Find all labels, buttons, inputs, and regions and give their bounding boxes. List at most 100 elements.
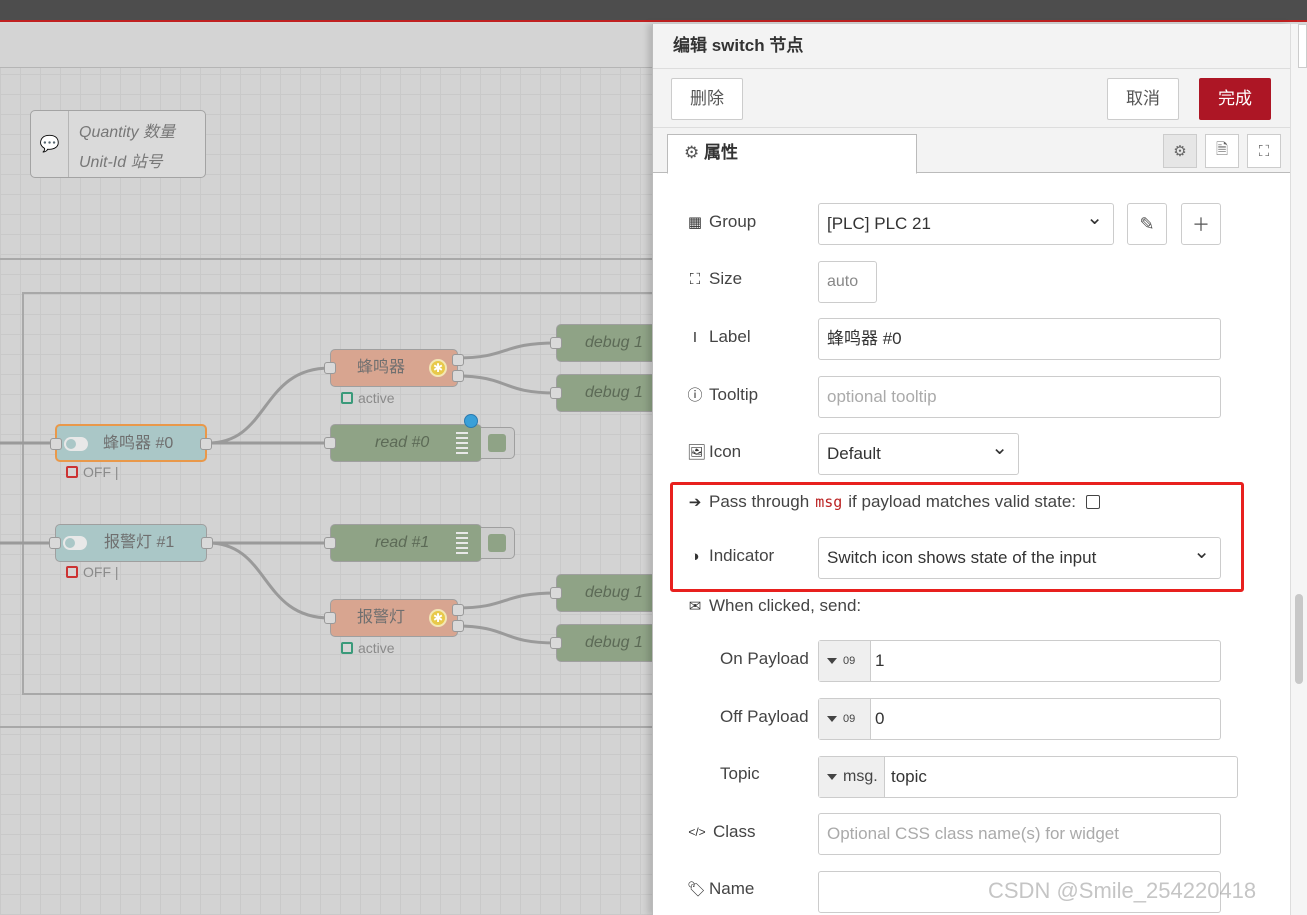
off-payload-input[interactable]: 09 0 (818, 698, 1221, 740)
function-node-1[interactable]: 报警灯 ✱ (324, 599, 464, 637)
input-port[interactable] (49, 537, 61, 549)
on-payload-label: On Payload (720, 649, 809, 668)
switch-node-0[interactable]: 蜂鸣器 #0 (50, 424, 212, 462)
read-node-0-label: read #0 (375, 434, 430, 451)
debug-node[interactable]: debug 1 (550, 374, 652, 412)
output-toggle-button[interactable] (481, 427, 515, 459)
size-button[interactable]: auto (818, 261, 877, 303)
image-icon: 🖼 (687, 444, 707, 461)
code-icon: </> (688, 825, 706, 839)
pass-through-checkbox[interactable] (1086, 495, 1101, 509)
tab-properties[interactable]: ⚙ 属性 (667, 134, 917, 174)
group-border-top (0, 258, 652, 260)
function-node-0-label: 蜂鸣器 (357, 359, 406, 376)
subgroup-border-left (22, 292, 24, 694)
toggle-icon (60, 525, 90, 561)
edit-pencil-icon[interactable]: ✎ (1127, 203, 1167, 245)
on-payload-input[interactable]: 09 1 (818, 640, 1221, 682)
tooltip-input[interactable]: optional tooltip (818, 376, 1221, 418)
indicator-select[interactable]: Switch icon shows state of the input (818, 537, 1221, 579)
read-node-1-label: read #1 (375, 534, 430, 551)
output-toggle-button[interactable] (481, 527, 515, 559)
group-label: ▦Group (687, 212, 757, 231)
input-port[interactable] (324, 537, 336, 549)
output-port-1[interactable] (452, 604, 464, 616)
caret-down-icon (827, 716, 837, 722)
debug-node-label: debug 1 (585, 334, 643, 351)
switch-node-1[interactable]: 报警灯 #1 (49, 524, 213, 562)
modbus-gear-icon: ✱ (423, 350, 453, 386)
scroll-thumb[interactable] (1295, 594, 1303, 684)
input-port[interactable] (324, 362, 336, 374)
tray-tabs: ⚙ 属性 ⚙ 🗎 ⛶ (653, 128, 1290, 174)
topic-input[interactable]: msg. topic (818, 756, 1238, 798)
output-port-1[interactable] (452, 354, 464, 366)
debug-node[interactable]: debug 1 (550, 324, 652, 362)
input-port[interactable] (550, 387, 562, 399)
read-node-0[interactable]: read #0 (324, 424, 515, 462)
text-cursor-icon: I (692, 328, 698, 346)
node-properties-gear-icon[interactable]: ⚙ (1163, 134, 1197, 168)
input-port[interactable] (550, 587, 562, 599)
description-document-icon[interactable]: 🗎 (1205, 134, 1239, 168)
function-node-0[interactable]: 蜂鸣器 ✱ (324, 349, 464, 387)
output-port[interactable] (201, 537, 213, 549)
sidebar-collapsed-tab[interactable] (1298, 24, 1307, 68)
cancel-button[interactable]: 取消 (1107, 78, 1179, 120)
tray-toolbar: 删除 取消 完成 (653, 69, 1290, 128)
off-payload-value: 0 (875, 709, 885, 728)
status-dot-icon (66, 466, 78, 478)
info-icon: ⓘ (687, 387, 703, 404)
output-port-2[interactable] (452, 620, 464, 632)
properties-form: ▦Group [PLC] PLC 21 ✎ ＋ ⛶Size auto ILabe… (653, 174, 1291, 915)
name-label: 🏷Name (687, 879, 755, 898)
debug-node-label: debug 1 (585, 584, 643, 601)
debug-node[interactable]: debug 1 (550, 574, 652, 612)
comment-node[interactable]: 💬 Quantity 数量 Unit-Id 站号 (30, 110, 206, 178)
indicator-label: ◑Indicator (687, 546, 774, 566)
off-payload-type-select[interactable]: 09 (819, 699, 871, 739)
output-port[interactable] (200, 438, 212, 450)
function-node-1-status: active (341, 640, 395, 656)
label-input[interactable]: 蜂鸣器 #0 (818, 318, 1221, 360)
name-input[interactable] (818, 871, 1221, 913)
done-button[interactable]: 完成 (1199, 78, 1271, 120)
input-port[interactable] (324, 612, 336, 624)
gear-icon: ⚙ (684, 143, 700, 162)
output-port-2[interactable] (452, 370, 464, 382)
workspace-tab-strip (0, 24, 652, 68)
subgroup-border-bottom (22, 693, 652, 695)
appearance-frame-icon[interactable]: ⛶ (1247, 134, 1281, 168)
topic-type-select[interactable]: msg. (819, 757, 885, 797)
read-node-1[interactable]: read #1 (324, 524, 515, 562)
class-label: </>Class (688, 822, 756, 841)
when-clicked-label: ✉When clicked, send: (688, 596, 862, 615)
icon-label: 🖼Icon (687, 442, 742, 461)
flow-canvas[interactable]: 💬 Quantity 数量 Unit-Id 站号 蜂鸣器 #0 OFF | 报警… (0, 24, 652, 915)
caret-down-icon (827, 658, 837, 664)
debug-node[interactable]: debug 1 (550, 624, 652, 662)
flow-wires (0, 341, 557, 645)
watermark-text: CSDN @Smile_254220418 (988, 878, 1257, 903)
status-dot-icon (66, 566, 78, 578)
input-port[interactable] (50, 438, 62, 450)
function-node-0-status: active (341, 390, 395, 406)
class-input[interactable]: Optional CSS class name(s) for widget (818, 813, 1221, 855)
tab-properties-label: 属性 (703, 143, 738, 162)
tray-title: 编辑 switch 节点 (653, 24, 1290, 69)
list-icon (447, 525, 477, 561)
input-port[interactable] (324, 437, 336, 449)
icon-select[interactable]: Default (818, 433, 1019, 475)
subgroup-border-top (22, 292, 652, 294)
changed-indicator (464, 414, 478, 428)
delete-button[interactable]: 删除 (671, 78, 743, 120)
input-port[interactable] (550, 337, 562, 349)
sidebar-scrollbar[interactable] (1290, 24, 1307, 915)
topic-value: topic (891, 767, 927, 786)
group-select[interactable]: [PLC] PLC 21 (818, 203, 1114, 245)
add-plus-icon[interactable]: ＋ (1181, 203, 1221, 245)
on-payload-type-select[interactable]: 09 (819, 641, 871, 681)
input-port[interactable] (550, 637, 562, 649)
